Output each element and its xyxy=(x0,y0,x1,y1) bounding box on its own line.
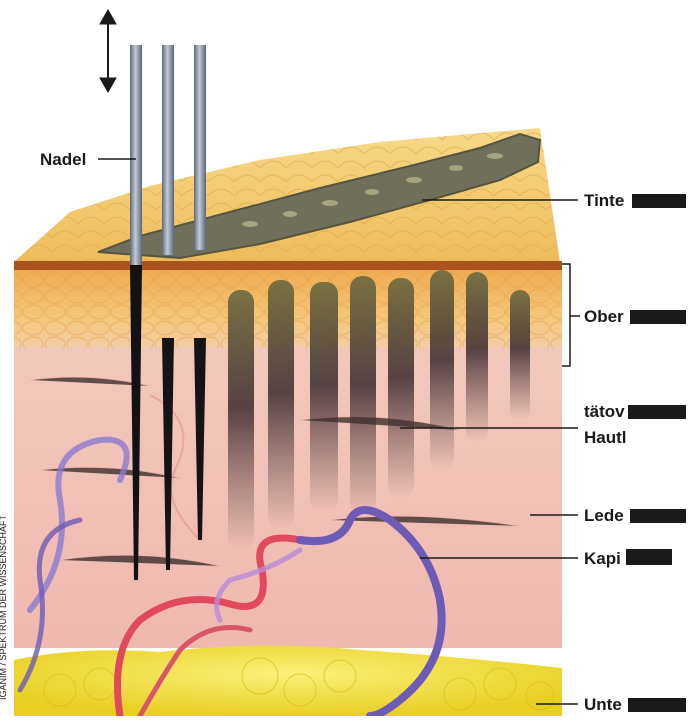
needle-2 xyxy=(162,45,174,255)
epidermis-label: Ober xyxy=(584,307,624,326)
dermis-label: Lede xyxy=(584,506,624,525)
needle-1 xyxy=(130,45,142,265)
capillary-label: Kapi xyxy=(584,549,621,568)
redaction-bar xyxy=(630,310,686,324)
image-credit: IGANIM / SPEKTRUM DER WISSENSCHAFT xyxy=(0,515,8,700)
redaction-bar xyxy=(626,549,672,565)
ink-label: Tinte xyxy=(584,191,624,210)
redaction-bar xyxy=(632,194,686,208)
redaction-bar xyxy=(628,698,686,712)
subcutis-label: Unte xyxy=(584,695,622,714)
double-arrow-icon xyxy=(100,10,116,92)
tattooed-label-line2: Hautl xyxy=(584,428,627,447)
epidermis-bracket xyxy=(562,264,570,366)
tattooed-label-line1: tätov xyxy=(584,402,625,421)
subcutis-layer xyxy=(14,645,562,716)
needle-3 xyxy=(194,45,206,250)
surface-edge xyxy=(14,261,562,270)
redaction-bar xyxy=(628,405,686,419)
needle-label: Nadel xyxy=(40,150,86,169)
redaction-bar xyxy=(630,509,686,523)
